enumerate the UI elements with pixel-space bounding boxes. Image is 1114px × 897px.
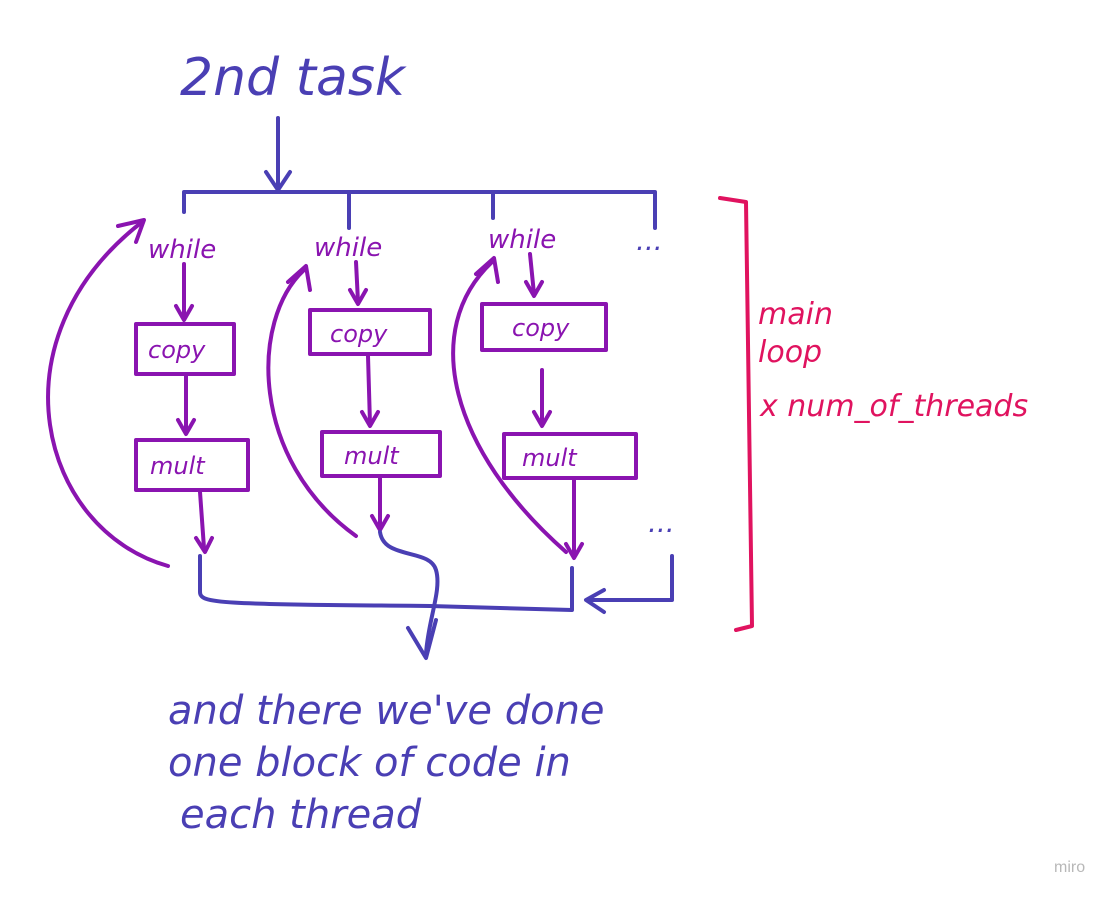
thread-1-mult-label: mult xyxy=(150,452,206,480)
bottom-bus xyxy=(198,554,574,612)
more-threads-ellipsis: ... xyxy=(636,224,663,257)
miro-watermark: miro xyxy=(1054,859,1085,876)
thread-1-loop-back xyxy=(46,220,170,568)
thread-2-copy-label: copy xyxy=(330,320,388,348)
thread-2-to-exit xyxy=(378,530,440,656)
thread-1-copy-box xyxy=(134,322,236,376)
bracket-label-main: main xyxy=(758,297,833,332)
thread-2-mult-box xyxy=(320,430,442,478)
entry-arrow xyxy=(264,116,292,192)
conclusion-line-3: each thread xyxy=(180,792,422,838)
conclusion-line-1: and there we've done xyxy=(168,688,605,734)
thread-1-copy-label: copy xyxy=(148,336,206,364)
thread-2: while copy mult xyxy=(266,233,442,538)
diagram-title: 2nd task xyxy=(180,48,407,108)
thread-1-while-label: while xyxy=(148,235,216,265)
thread-3-loop-back xyxy=(451,260,568,554)
thread-3-mult-box xyxy=(502,432,638,480)
thread-3-mult-label: mult xyxy=(522,444,578,472)
thread-2-loop-back xyxy=(266,268,358,538)
bracket-label-loop: loop xyxy=(758,335,822,370)
conclusion-line-2: one block of code in xyxy=(168,740,571,786)
thread-2-mult-label: mult xyxy=(344,442,400,470)
thread-3-copy-label: copy xyxy=(512,314,570,342)
thread-1: while copy mult xyxy=(46,218,250,568)
thread-3: while copy mult xyxy=(451,225,638,560)
top-bus xyxy=(182,190,657,230)
main-loop-bracket xyxy=(718,196,754,632)
thread-3-while-label: while xyxy=(488,225,556,255)
more-results-ellipsis: ... xyxy=(648,506,675,539)
bracket-label-multiplier: x num_of_threads xyxy=(759,389,1028,424)
extra-thread-return xyxy=(586,554,674,602)
thread-3-copy-box xyxy=(480,302,608,352)
thread-2-copy-box xyxy=(308,308,432,356)
thread-1-mult-box xyxy=(134,438,250,492)
thread-2-while-label: while xyxy=(314,233,382,263)
